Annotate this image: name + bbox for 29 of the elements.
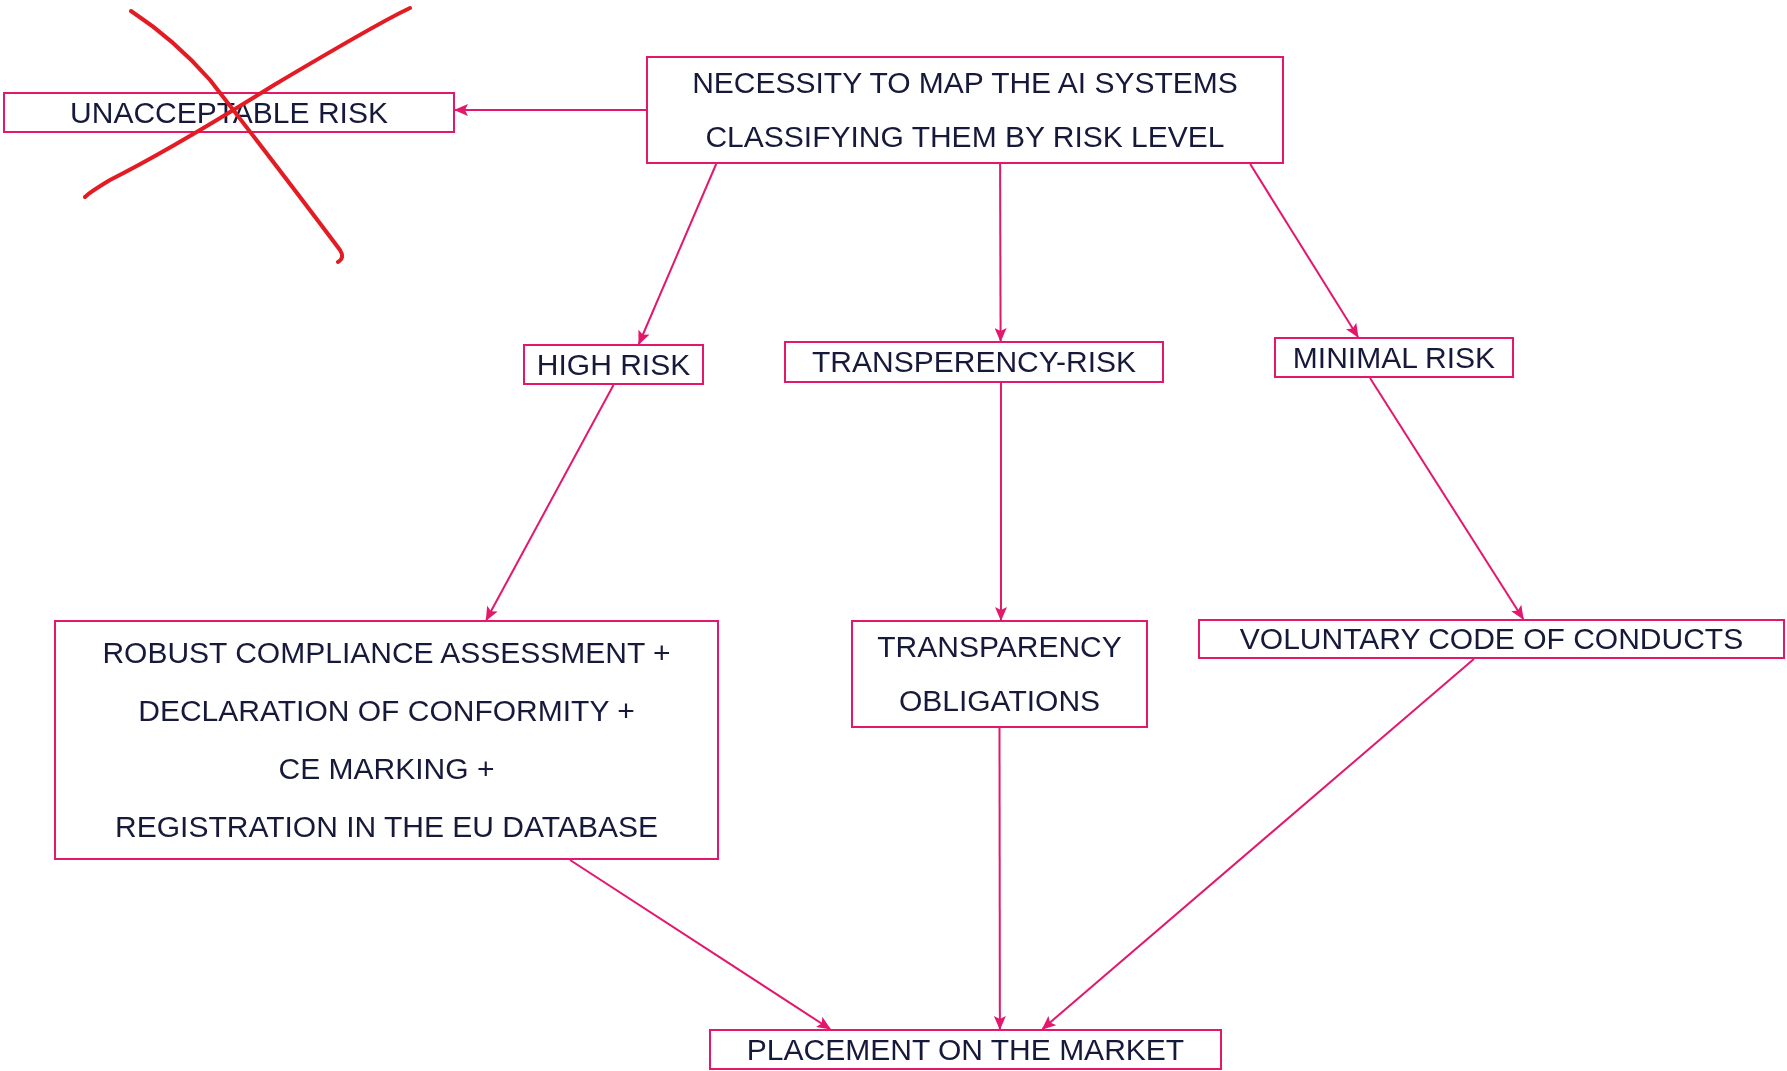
box-text: TRANSPERENCY-RISK bbox=[812, 344, 1136, 380]
box-text: CE MARKING + bbox=[278, 751, 495, 787]
arrow bbox=[994, 163, 1007, 342]
arrow bbox=[485, 384, 615, 621]
process-box bbox=[646, 56, 1284, 164]
process-box bbox=[784, 341, 1164, 383]
arrow bbox=[1369, 377, 1525, 620]
process-box bbox=[1274, 337, 1514, 378]
box-text: MINIMAL RISK bbox=[1292, 339, 1496, 376]
box-text: NECESSITY TO MAP THE AI SYSTEMS CLASSIFYING THEM BY RISK LEVEL bbox=[691, 65, 1239, 155]
box-text: PLACEMENT ON THE MARKET bbox=[746, 1031, 1185, 1068]
process-box bbox=[709, 1029, 1222, 1070]
arrow bbox=[569, 859, 832, 1030]
process-box bbox=[851, 620, 1148, 728]
box-text: HIGH RISK bbox=[536, 346, 691, 383]
box-text: TRANSPARENCY OBLIGATIONS bbox=[876, 629, 1123, 719]
arrow bbox=[995, 382, 1007, 621]
box-text: DECLARATION OF CONFORMITY + bbox=[138, 693, 635, 729]
process-box bbox=[523, 344, 704, 385]
box-text: ROBUST COMPLIANCE ASSESSMENT + bbox=[102, 635, 671, 671]
arrow bbox=[637, 163, 718, 345]
arrow bbox=[454, 104, 647, 117]
arrow bbox=[1041, 658, 1475, 1030]
box-text: REGISTRATION IN THE EU DATABASE bbox=[115, 809, 658, 845]
box-text: VOLUNTARY CODE OF CONDUCTS bbox=[1239, 621, 1744, 657]
arrow bbox=[993, 727, 1006, 1030]
arrow bbox=[1249, 163, 1359, 338]
process-box bbox=[1198, 619, 1785, 659]
process-box bbox=[54, 620, 719, 860]
